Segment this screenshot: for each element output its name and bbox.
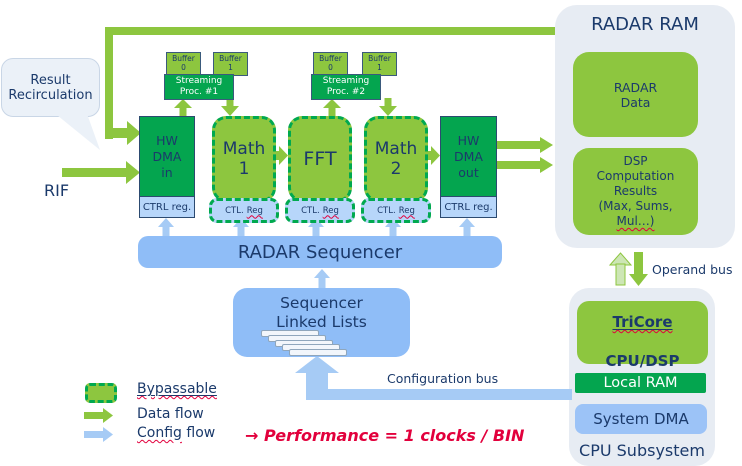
configuration-bus-label: Configuration bus xyxy=(387,371,499,386)
lists-to-sequencer-arrowhead xyxy=(314,269,330,278)
rif-arrow-shaft xyxy=(62,168,126,177)
math1-ctl-reg-prefix: CTL. xyxy=(225,205,244,216)
tricore-name: TriCore xyxy=(612,313,673,331)
hw-dma-in-ctrl-reg-label: CTRL reg. xyxy=(142,201,192,213)
radar-data-box: RADAR Data xyxy=(573,52,698,137)
legend-bypassable-swatch xyxy=(85,383,117,403)
legend-config-flow-shaft xyxy=(84,431,103,438)
radar-sequencer-bar: RADAR Sequencer xyxy=(138,236,502,268)
local-ram-label: Local RAM xyxy=(603,375,678,391)
operand-bus-down-arrowhead xyxy=(629,274,648,286)
sp1-buffer1-label: Buffer 1 xyxy=(219,54,242,72)
sp1-buffer0-box: Buffer 0 xyxy=(166,52,201,76)
sp2-buffer1-label: Buffer 1 xyxy=(368,54,391,72)
hw-dma-out-ctrl-reg: CTRL reg. xyxy=(440,196,497,218)
math2-ctl-reg-word: Reg xyxy=(398,205,415,216)
dma-in-to-sp1-shaft xyxy=(179,107,187,116)
sp2-buffer0-label: Buffer 0 xyxy=(319,54,342,72)
fft-to-sp2-shaft xyxy=(328,107,336,116)
performance-note: → Performance = 1 clocks / BIN xyxy=(245,426,524,445)
system-dma-box: System DMA xyxy=(575,404,707,434)
sp1-buffer0-label: Buffer 0 xyxy=(172,54,195,72)
radar-ram-title: RADAR RAM xyxy=(591,14,699,35)
streaming-proc-1-label: Streaming Proc. #1 xyxy=(175,76,223,97)
math2-label: Math 2 xyxy=(374,138,418,179)
linked-list-item xyxy=(289,349,347,357)
radar-data-label: RADAR Data xyxy=(613,79,658,110)
math2-to-dma-out-arrowhead xyxy=(431,146,440,165)
fft-ctl-reg: CTL. Reg xyxy=(285,198,355,223)
operand-bus-label: Operand bus xyxy=(652,262,733,277)
sp2-to-math2-arrowhead xyxy=(379,106,397,116)
rif-label: RIF xyxy=(44,181,70,200)
performance-note-arrow: → xyxy=(245,426,264,445)
system-dma-label: System DMA xyxy=(593,410,689,428)
sequencer-linked-lists-label: Sequencer Linked Lists xyxy=(276,294,367,331)
operand-bus-down-shaft xyxy=(634,252,643,275)
legend-config-flow-arrowhead xyxy=(103,427,113,442)
hw-dma-in-block: HW DMA in xyxy=(139,116,195,198)
legend-config-flow-label: Config flow xyxy=(137,425,216,441)
radar-sequencer-label: RADAR Sequencer xyxy=(237,241,403,263)
math2-ctl-reg: CTL. Reg xyxy=(361,198,431,223)
result-recirculation-callout: Result Recirculation xyxy=(1,58,100,117)
sp1-buffer1-box: Buffer 1 xyxy=(213,52,248,76)
hw-dma-out-ctrl-reg-label: CTRL reg. xyxy=(444,201,493,213)
sp2-buffer1-box: Buffer 1 xyxy=(362,52,397,76)
operand-bus-up-arrowhead xyxy=(608,252,633,266)
legend-data-flow-label: Data flow xyxy=(137,406,204,422)
hw-dma-in-label: HW DMA in xyxy=(152,132,182,181)
dma-in-to-sp1-arrowhead xyxy=(174,99,192,108)
sp2-buffer0-box: Buffer 0 xyxy=(313,52,348,76)
sequencer-linked-lists-box: Sequencer Linked Lists xyxy=(233,288,410,357)
fft-ctl-reg-prefix: CTL. xyxy=(301,205,320,216)
cpu-subsystem-title: CPU Subsystem xyxy=(579,441,705,460)
legend-bypassable-label: Bypassable xyxy=(137,381,217,397)
dsp-results-label-mul: Mul…) xyxy=(616,214,655,228)
math1-ctl-reg: CTL. Reg xyxy=(209,198,279,223)
streaming-proc-2-box: Streaming Proc. #2 xyxy=(311,74,381,100)
recirculation-arrow-shaft xyxy=(105,128,127,138)
dsp-results-box: DSP Computation Results (Max, Sums, Mul…… xyxy=(573,148,698,235)
streaming-proc-2-label: Streaming Proc. #2 xyxy=(322,76,370,97)
fft-to-sp2-arrowhead xyxy=(323,99,341,108)
hw-dma-in-ctrl-reg: CTRL reg. xyxy=(139,196,195,218)
operand-bus-up-shaft xyxy=(615,263,626,286)
result-recirculation-label: Result Recirculation xyxy=(8,72,93,103)
streaming-proc-1-box: Streaming Proc. #1 xyxy=(164,74,234,100)
fft-label: FFT xyxy=(303,148,337,170)
configbus-to-lists-shaft xyxy=(306,371,328,400)
configbus-to-lists-arrowhead xyxy=(295,356,339,373)
dma-out-to-ram-arrowhead-2 xyxy=(540,157,553,173)
local-ram-box: Local RAM xyxy=(575,373,706,393)
seq-to-dma-in-arrowhead xyxy=(158,218,174,227)
recirculation-top-line xyxy=(105,27,555,35)
seq-to-dma-out-arrowhead xyxy=(459,218,475,227)
math2-block: Math 2 xyxy=(364,116,428,202)
dma-out-to-ram-shaft-2 xyxy=(495,161,540,169)
math1-ctl-reg-word: Reg xyxy=(246,205,263,216)
configuration-bus-line xyxy=(306,389,572,400)
hw-dma-out-label: HW DMA out xyxy=(454,132,483,181)
rif-arrowhead xyxy=(126,161,140,184)
math2-ctl-reg-prefix: CTL. xyxy=(377,205,396,216)
dma-out-to-ram-shaft-1 xyxy=(495,141,540,149)
sp1-to-math1-arrowhead xyxy=(221,106,239,116)
dsp-results-label: DSP Computation Results (Max, Sums, xyxy=(596,154,675,213)
operand-bus-up-arrow xyxy=(608,252,633,286)
math1-label: Math 1 xyxy=(222,138,266,179)
legend-data-flow-shaft xyxy=(84,412,103,419)
sp2-to-math2-shaft xyxy=(384,98,392,107)
recirculation-vertical-line xyxy=(105,27,113,139)
math1-block: Math 1 xyxy=(212,116,276,202)
math1-to-fft-arrowhead xyxy=(279,146,288,165)
fft-ctl-reg-word: Reg xyxy=(322,205,339,216)
performance-note-text: Performance = 1 clocks / BIN xyxy=(263,426,525,445)
dma-out-to-ram-arrowhead-1 xyxy=(540,137,553,153)
fft-block: FFT xyxy=(288,116,352,202)
legend-data-flow-arrowhead xyxy=(103,408,113,423)
tricore-box: TriCore CPU/DSP xyxy=(577,301,708,370)
hw-dma-out-block: HW DMA out xyxy=(440,116,497,198)
tricore-sub: CPU/DSP xyxy=(605,352,680,370)
